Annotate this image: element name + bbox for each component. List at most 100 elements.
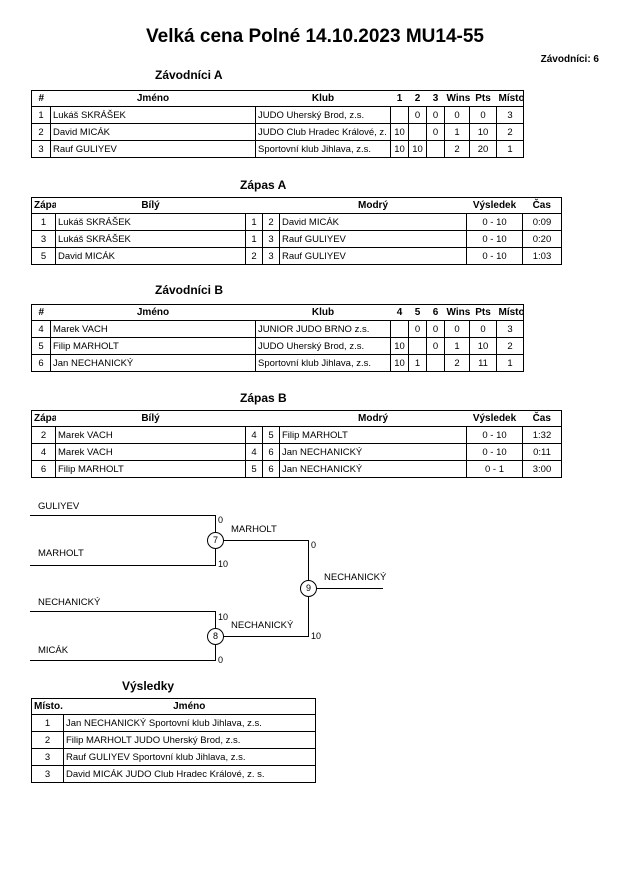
header-cell: Modrý xyxy=(279,197,467,214)
cell: 3 xyxy=(31,748,64,766)
cell: 0 xyxy=(469,320,497,338)
bracket-line xyxy=(30,611,215,612)
cell xyxy=(408,123,427,141)
table-row: 6 Filip MARHOLT 5 6 Jan NECHANICKÝ 0 - 1… xyxy=(31,460,562,478)
bracket-score: 0 xyxy=(311,540,317,550)
cell: 10 xyxy=(390,123,409,141)
table-row: 2 Marek VACH 4 5 Filip MARHOLT 0 - 10 1:… xyxy=(31,426,562,444)
cell: Filip MARHOLT xyxy=(55,460,246,478)
cell: 2 xyxy=(31,123,51,141)
header-cell: 1 xyxy=(390,90,409,107)
cell: 11 xyxy=(469,354,497,372)
cell: JUDO Uherský Brod, z.s. xyxy=(255,337,391,355)
cell: 1:03 xyxy=(522,247,562,265)
bracket-name: GULIYEV xyxy=(38,501,80,512)
cell: 4 xyxy=(31,320,51,338)
cell: 1 xyxy=(31,106,51,124)
cell: 0:09 xyxy=(522,213,562,231)
header-cell: Klub xyxy=(255,304,391,321)
cell: 0 - 10 xyxy=(466,230,523,248)
cell xyxy=(408,337,427,355)
header-cell xyxy=(262,197,280,214)
header-cell: Klub xyxy=(255,90,391,107)
cell: 6 xyxy=(262,460,280,478)
cell: 5 xyxy=(245,460,263,478)
header-cell: 2 xyxy=(408,90,427,107)
cell: 2 xyxy=(245,247,263,265)
cell: 1 xyxy=(444,123,470,141)
table-row: 3 Rauf GULIYEV Sportovní klub Jihlava, z… xyxy=(31,748,316,766)
cell: 1:32 xyxy=(522,426,562,444)
cell: Jan NECHANICKÝ Sportovní klub Jihlava, z… xyxy=(63,714,316,732)
pool-a-table: # Jméno Klub 1 2 3 Wins Pts Místo. 1 Luk… xyxy=(31,90,524,158)
cell: 4 xyxy=(245,426,263,444)
cell: Rauf GULIYEV xyxy=(279,247,467,265)
cell: 1 xyxy=(444,337,470,355)
cell: 2 xyxy=(262,213,280,231)
cell: Rauf GULIYEV xyxy=(50,140,256,158)
cell: Jan NECHANICKÝ xyxy=(279,443,467,461)
cell: Rauf GULIYEV xyxy=(279,230,467,248)
cell: 10 xyxy=(469,123,497,141)
table-row: 1 Lukáš SKRÁŠEK JUDO Uherský Brod, z.s. … xyxy=(31,106,524,124)
results-table: Místo. Jméno 1 Jan NECHANICKÝ Sportovní … xyxy=(31,698,316,783)
bracket-name: NECHANICKÝ xyxy=(231,620,294,631)
cell: 0 xyxy=(426,337,445,355)
cell: Marek VACH xyxy=(50,320,256,338)
pool-b-heading: Závodníci B xyxy=(155,283,224,297)
bracket-name: NECHANICKÝ xyxy=(38,597,101,608)
bracket-line xyxy=(30,660,215,661)
cell: 4 xyxy=(245,443,263,461)
cell: 3 xyxy=(31,765,64,783)
table-row: 1 Lukáš SKRÁŠEK 1 2 David MICÁK 0 - 10 0… xyxy=(31,213,562,231)
table-row: 2 Filip MARHOLT JUDO Uherský Brod, z.s. xyxy=(31,731,316,749)
cell xyxy=(390,320,409,338)
bracket-score: 10 xyxy=(311,631,322,641)
cell: 6 xyxy=(262,443,280,461)
cell: 2 xyxy=(444,354,470,372)
cell: 2 xyxy=(496,337,524,355)
header-cell: 6 xyxy=(426,304,445,321)
cell: 10 xyxy=(469,337,497,355)
cell: 0 xyxy=(444,320,470,338)
header-cell: Bílý xyxy=(55,410,246,427)
cell: 5 xyxy=(31,337,51,355)
cell: 6 xyxy=(31,354,51,372)
header-cell: Pts xyxy=(469,304,497,321)
cell: 1 xyxy=(31,213,56,231)
table-row: 3 Rauf GULIYEV Sportovní klub Jihlava, z… xyxy=(31,140,524,158)
matches-b-table: Zápas Bílý Modrý Výsledek Čas 2 Marek VA… xyxy=(31,410,562,478)
cell xyxy=(390,106,409,124)
table-row: 3 David MICÁK JUDO Club Hradec Králové, … xyxy=(31,765,316,783)
cell: 20 xyxy=(469,140,497,158)
cell: David MICÁK xyxy=(55,247,246,265)
bracket-score: 0 xyxy=(218,515,224,525)
cell: Rauf GULIYEV Sportovní klub Jihlava, z.s… xyxy=(63,748,316,766)
matches-b-heading: Zápas B xyxy=(240,391,287,405)
results-heading: Výsledky xyxy=(122,679,175,693)
cell: 0 xyxy=(469,106,497,124)
cell: Jan NECHANICKÝ xyxy=(279,460,467,478)
table-row: 5 David MICÁK 2 3 Rauf GULIYEV 0 - 10 1:… xyxy=(31,247,562,265)
cell: 0 xyxy=(426,106,445,124)
cell: 1 xyxy=(31,714,64,732)
cell: 1 xyxy=(496,354,524,372)
bracket-line xyxy=(215,636,308,637)
cell: 10 xyxy=(390,140,409,158)
cell: Sportovní klub Jihlava, z.s. xyxy=(255,140,391,158)
cell: 0 xyxy=(426,123,445,141)
table-row: 5 Filip MARHOLT JUDO Uherský Brod, z.s. … xyxy=(31,337,524,355)
cell: 3 xyxy=(496,320,524,338)
cell: 3 xyxy=(496,106,524,124)
cell: JUDO Uherský Brod, z.s. xyxy=(255,106,391,124)
cell: 0 - 10 xyxy=(466,426,523,444)
header-cell xyxy=(262,410,280,427)
header-cell: Jméno xyxy=(50,304,256,321)
cell: JUDO Club Hradec Králové, z. s. xyxy=(255,123,391,141)
cell: Lukáš SKRÁŠEK xyxy=(55,230,246,248)
header-cell xyxy=(245,410,263,427)
cell: 5 xyxy=(31,247,56,265)
header-cell: Místo. xyxy=(496,90,524,107)
cell: 2 xyxy=(31,731,64,749)
cell: 0 xyxy=(408,320,427,338)
